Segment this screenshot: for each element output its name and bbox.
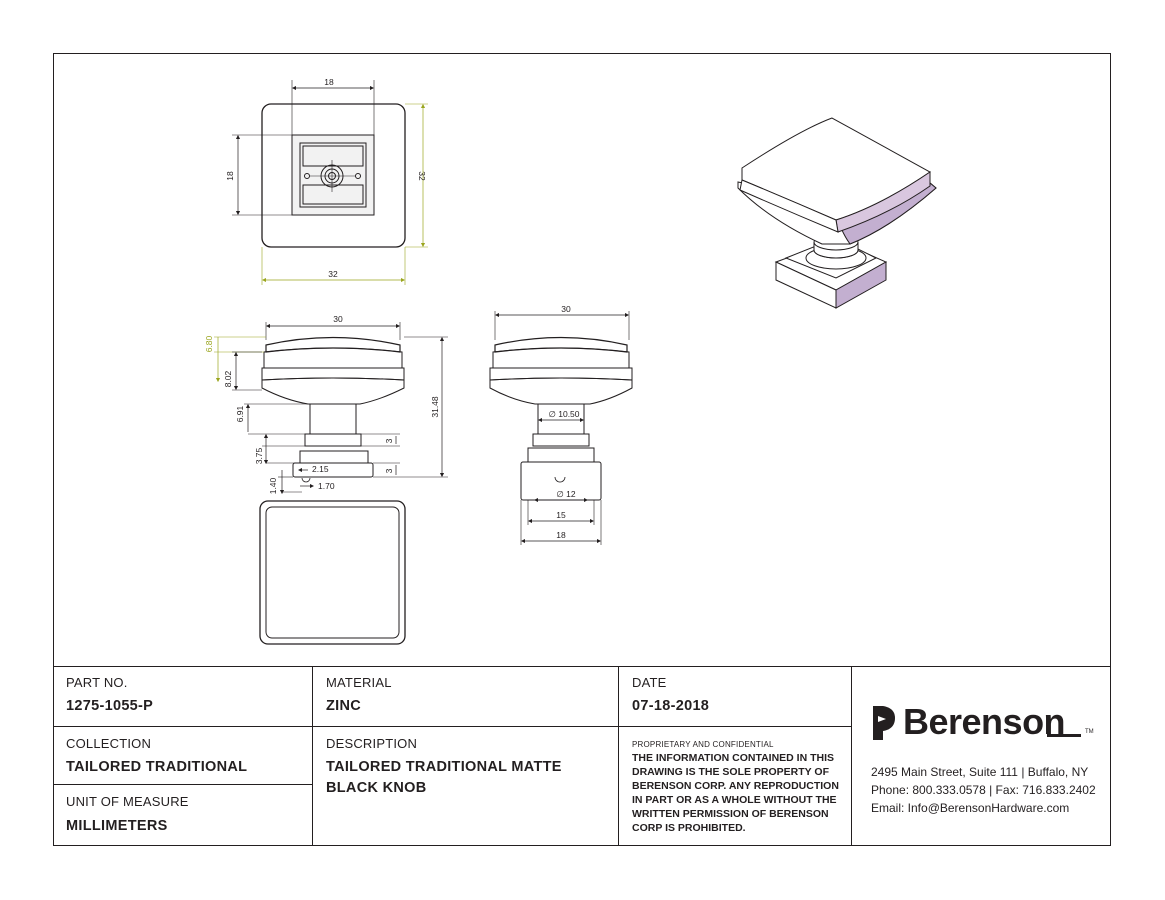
- dim-top-width: 18: [324, 77, 334, 87]
- dim-3-upper: 3: [384, 438, 394, 443]
- dim-total-height: 31.48: [430, 396, 440, 418]
- dim-3-lower: 3: [384, 468, 394, 473]
- dim-side-width: 30: [333, 314, 343, 324]
- date-value: 07-18-2018: [632, 698, 710, 714]
- material-label: MATERIAL: [326, 675, 392, 690]
- unit-of-measure-label: UNIT OF MEASURE: [66, 794, 189, 809]
- knob-3d-render: [737, 117, 937, 309]
- dim-front-width: 30: [561, 304, 571, 314]
- dim-140: 1.40: [268, 477, 278, 494]
- dim-base-diameter: ∅ 12: [556, 489, 575, 499]
- trademark: TM: [1085, 729, 1094, 735]
- dim-neck-diameter: ∅ 10.50: [548, 409, 579, 419]
- description-label: DESCRIPTION: [326, 736, 418, 751]
- brand-underline: [1047, 734, 1081, 737]
- divider: [53, 784, 313, 786]
- dim-215: 2.15: [312, 464, 329, 474]
- drawing-sheet: [53, 53, 1111, 846]
- company-address: 2495 Main Street, Suite 111 | Buffalo, N…: [871, 765, 1089, 779]
- top-view: [232, 80, 428, 285]
- dim-outer-height: 32: [417, 171, 427, 181]
- front-view: [489, 311, 633, 545]
- date-label: DATE: [632, 675, 667, 690]
- company-name: Berenson: [903, 701, 1066, 742]
- dim-top-height: 18: [225, 171, 235, 181]
- dim-base-15: 15: [556, 510, 566, 520]
- collection-label: COLLECTION: [66, 736, 152, 751]
- dim-691: 6.91: [235, 405, 245, 422]
- company-email: Email: Info@BerensonHardware.com: [871, 801, 1070, 815]
- description-line-1: TAILORED TRADITIONAL MATTE: [326, 759, 562, 775]
- description-line-2: BLACK KNOB: [326, 780, 427, 796]
- material-value: ZINC: [326, 698, 362, 714]
- side-view: [214, 322, 448, 495]
- dim-680: 6.80: [204, 335, 214, 352]
- confidential-heading: PROPRIETARY AND CONFIDENTIAL: [632, 740, 774, 749]
- part-no-label: PART NO.: [66, 675, 128, 690]
- divider: [851, 666, 853, 846]
- title-block: PART NO. 1275-1055-P COLLECTION TAILORED…: [53, 666, 1111, 846]
- unit-of-measure-value: MILLIMETERS: [66, 818, 168, 834]
- divider: [312, 666, 314, 846]
- dim-802: 8.02: [223, 370, 233, 387]
- collection-value: TAILORED TRADITIONAL: [66, 759, 248, 775]
- company-phone: Phone: 800.333.0578 | Fax: 716.833.2402: [871, 783, 1096, 797]
- confidential-notice: THE INFORMATION CONTAINED IN THIS DRAWIN…: [632, 752, 839, 834]
- dim-base-18: 18: [556, 530, 566, 540]
- divider: [618, 666, 620, 846]
- divider: [53, 726, 851, 728]
- berenson-logo-icon: [873, 706, 895, 740]
- divider: [53, 666, 1111, 668]
- bottom-view: [259, 500, 406, 645]
- dim-outer-width: 32: [328, 269, 338, 279]
- dim-170: 1.70: [318, 481, 335, 491]
- part-no-value: 1275-1055-P: [66, 698, 154, 714]
- dim-375: 3.75: [254, 447, 264, 464]
